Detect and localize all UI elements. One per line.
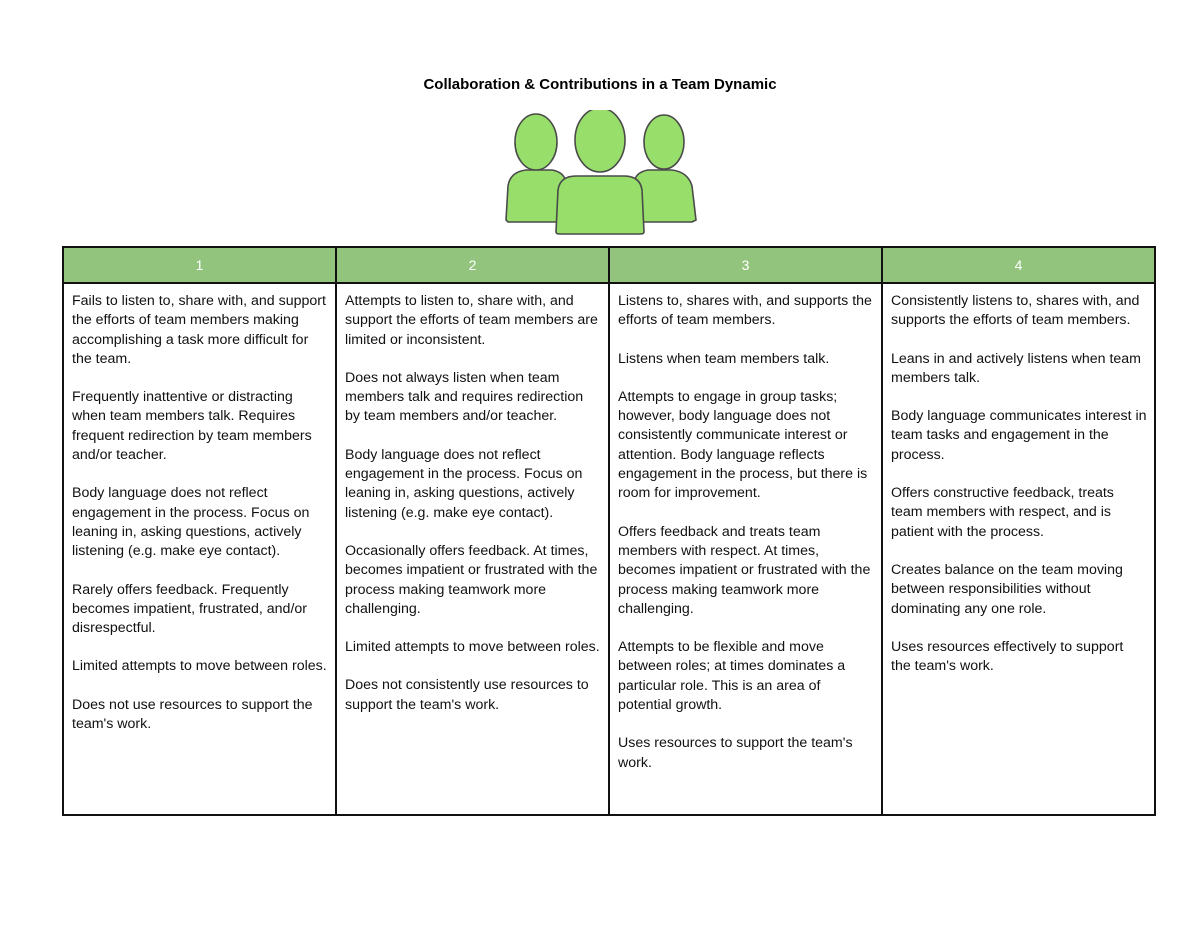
- level-1-body-language: Body language does not reflect engagemen…: [72, 485, 310, 560]
- header-level-4: 4: [881, 246, 1156, 284]
- header-level-3: 3: [608, 246, 883, 284]
- level-3-body-language: Attempts to engage in group tasks; howev…: [618, 388, 868, 502]
- header-level-2: 2: [335, 246, 610, 284]
- level-3-roles: Attempts to be flexible and move between…: [618, 639, 846, 714]
- level-3-resources: Uses resources to support the team's wor…: [618, 735, 853, 771]
- rubric-description-row: Fails to listen to, share with, and supp…: [62, 282, 1156, 816]
- level-2-listening: Attempts to listen to, share with, and s…: [345, 293, 598, 348]
- level-4-listening: Consistently listens to, shares with, an…: [891, 293, 1140, 329]
- level-1-attention: Frequently inattentive or distracting wh…: [72, 389, 312, 464]
- header-level-1: 1: [62, 246, 337, 284]
- level-2-feedback: Occasionally offers feedback. At times, …: [345, 542, 598, 617]
- level-1-cell: Fails to listen to, share with, and supp…: [62, 282, 337, 816]
- level-3-attention: Listens when team members talk.: [618, 350, 830, 367]
- level-3-listening: Listens to, shares with, and supports th…: [618, 293, 872, 329]
- level-4-body-language: Body language communicates interest in t…: [891, 408, 1147, 463]
- level-4-feedback: Offers constructive feedback, treats tea…: [891, 485, 1114, 540]
- level-4-roles: Creates balance on the team moving betwe…: [891, 561, 1123, 617]
- level-3-feedback: Offers feedback and treats team members …: [618, 523, 871, 617]
- level-1-resources: Does not use resources to support the te…: [72, 696, 313, 733]
- level-1-listening: Fails to listen to, share with, and supp…: [72, 293, 326, 367]
- rubric-table: 1 2 3 4 Fails to listen to, share with, …: [62, 246, 1156, 816]
- level-4-resources: Uses resources effectively to support th…: [891, 638, 1124, 675]
- team-people-icon: [500, 107, 700, 235]
- level-1-feedback: Rarely offers feedback. Frequently becom…: [72, 581, 308, 637]
- level-2-resources: Does not consistently use resources to s…: [345, 677, 589, 713]
- level-3-cell: Listens to, shares with, and supports th…: [608, 282, 883, 816]
- level-4-attention: Leans in and actively listens when team …: [891, 350, 1141, 386]
- level-2-roles: Limited attempts to move between roles.: [345, 639, 600, 656]
- rubric-header-row: 1 2 3 4: [62, 246, 1156, 284]
- level-2-body-language: Body language does not reflect engagemen…: [345, 446, 583, 521]
- level-4-cell: Consistently listens to, shares with, an…: [881, 282, 1156, 816]
- level-2-attention: Does not always listen when team members…: [345, 369, 584, 425]
- level-2-cell: Attempts to listen to, share with, and s…: [335, 282, 610, 816]
- page-title: Collaboration & Contributions in a Team …: [423, 76, 777, 93]
- level-1-roles: Limited attempts to move between roles.: [72, 658, 327, 675]
